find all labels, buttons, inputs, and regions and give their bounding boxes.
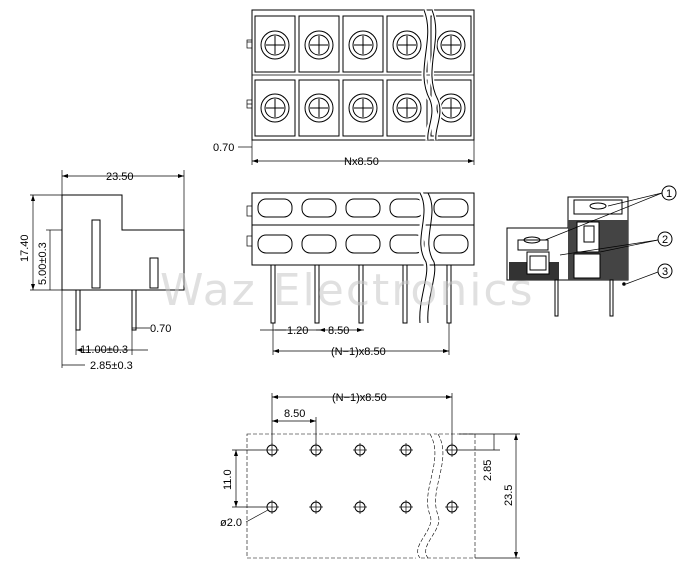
dim-pcb-hole: ø2.0 [220,517,242,529]
front-view [246,191,475,355]
dim-pcb-pitch: 8.50 [284,408,305,420]
dim-side-pin-offset: 2.85±0.3 [90,360,133,372]
pcb-holes [265,443,459,514]
callout-1: 1 [666,188,672,200]
dim-top-thickness: 0.70 [213,142,234,154]
top-view-screws [260,30,466,123]
dim-side-pin-spacing: 11.00±0.3 [80,344,128,356]
dim-top-width: Nx8.50 [344,156,379,168]
dim-side-length: 23.50 [106,171,134,183]
pcb-layout [232,393,520,561]
dim-pcb-depth: 23.5 [503,485,515,506]
front-view-openings [257,198,469,254]
front-view-pins [270,264,452,324]
top-view [238,9,475,165]
watermark-text: Waz Electronics [160,265,535,316]
dim-front-total: (N−1)x8.50 [331,346,386,358]
dim-side-height: 17.40 [19,234,31,262]
dim-pcb-edge: 2.85 [482,460,494,481]
dim-front-pin-width: 1.20 [287,325,308,337]
dim-pcb-total: (N−1)x8.50 [332,392,387,404]
dim-pcb-row-spacing: 11.0 [222,469,234,490]
dim-front-pitch: 8.50 [328,325,349,337]
section-view [506,185,677,317]
dim-side-pin-height: 5.00±0.3 [37,242,49,285]
side-view [30,170,185,368]
dim-side-pin-dia: 0.70 [150,323,171,335]
callout-2: 2 [662,234,668,246]
callout-3: 3 [662,266,668,278]
